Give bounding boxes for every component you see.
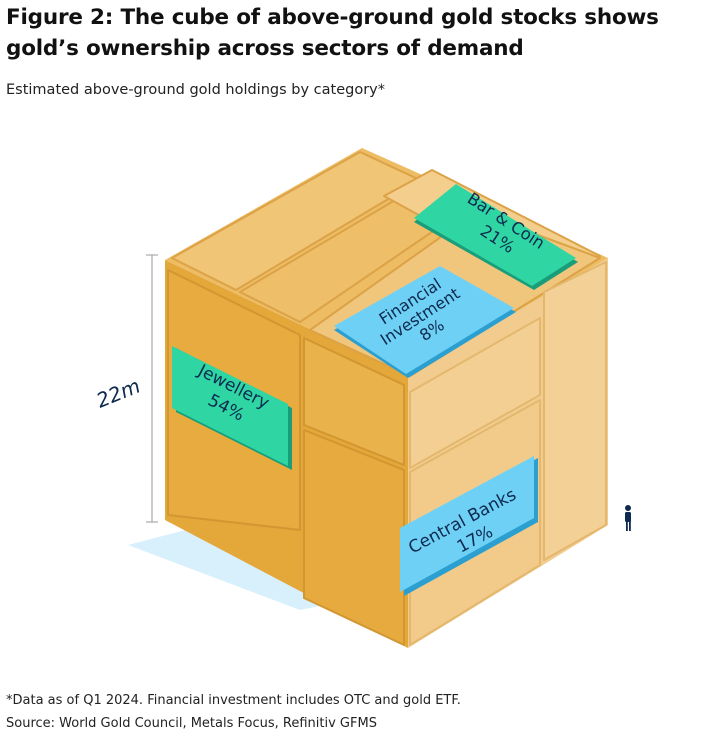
figure-title: Figure 2: The cube of above-ground gold … bbox=[6, 5, 659, 61]
gold-cube-diagram: 22m Bar & Coin 21% Financial Investment … bbox=[93, 148, 631, 648]
height-dimension bbox=[146, 254, 158, 523]
financial-investment-label: Financial Investment 8% bbox=[334, 266, 516, 378]
height-label: 22m bbox=[93, 374, 144, 413]
source-line: Source: World Gold Council, Metals Focus… bbox=[6, 716, 377, 731]
left-block-c bbox=[303, 429, 405, 646]
footnote: *Data as of Q1 2024. Financial investmen… bbox=[6, 693, 461, 708]
central-banks-label: Central Banks 17% bbox=[400, 456, 538, 596]
person-figure bbox=[625, 505, 631, 531]
right-block-b bbox=[543, 261, 607, 561]
right-block-a bbox=[409, 317, 541, 469]
left-block-b bbox=[303, 337, 405, 466]
figure-subtitle: Estimated above-ground gold holdings by … bbox=[6, 82, 385, 98]
